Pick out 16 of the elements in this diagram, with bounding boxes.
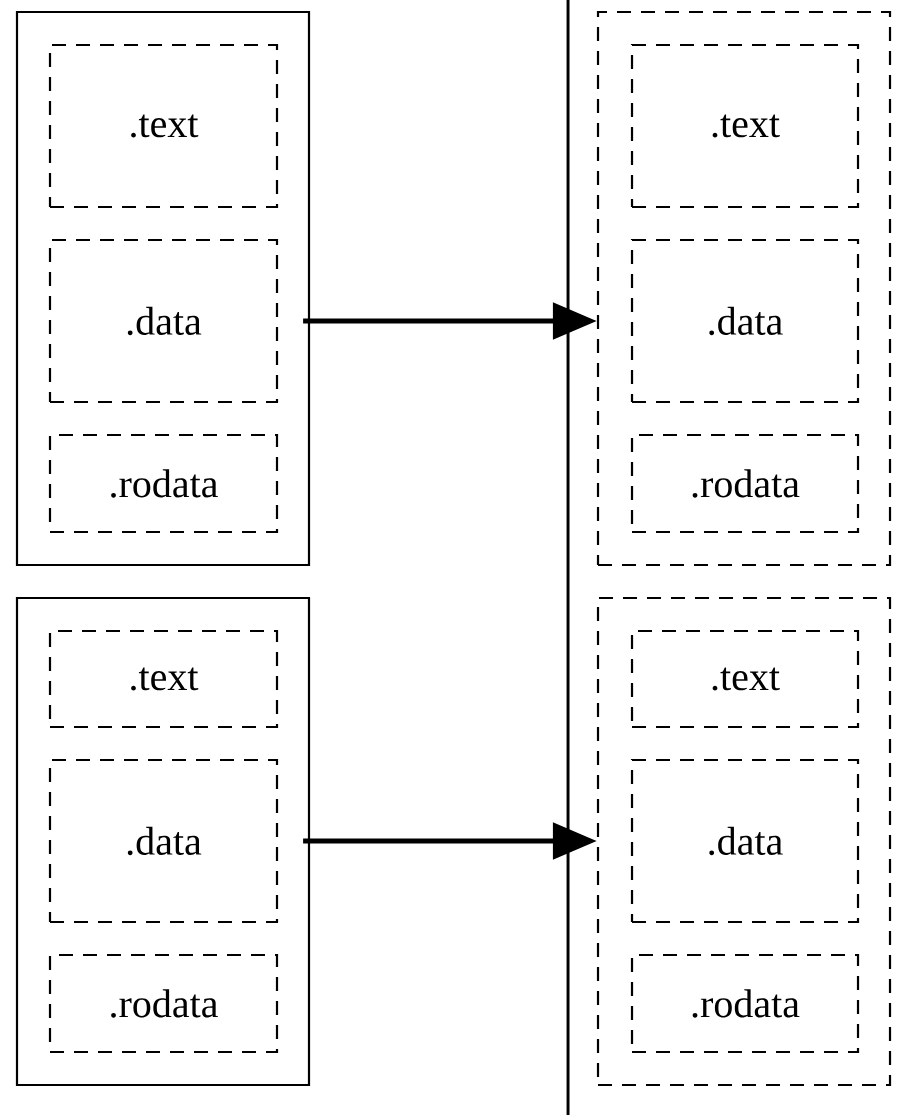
section-box: .text <box>48 629 279 729</box>
section-box: .text <box>630 629 860 729</box>
segment-box <box>596 10 892 567</box>
section-box: .data <box>630 758 860 924</box>
segment-box <box>15 10 311 567</box>
section-box: .data <box>48 758 279 924</box>
section-box: .rodata <box>630 433 860 534</box>
segment-box <box>596 596 892 1087</box>
section-box: .data <box>630 238 860 404</box>
segment-box <box>15 596 311 1087</box>
section-box: .text <box>630 43 860 209</box>
section-box: .rodata <box>48 953 279 1054</box>
section-box: .rodata <box>630 953 860 1054</box>
section-box: .data <box>48 238 279 404</box>
section-box: .text <box>48 43 279 209</box>
section-box: .rodata <box>48 433 279 534</box>
